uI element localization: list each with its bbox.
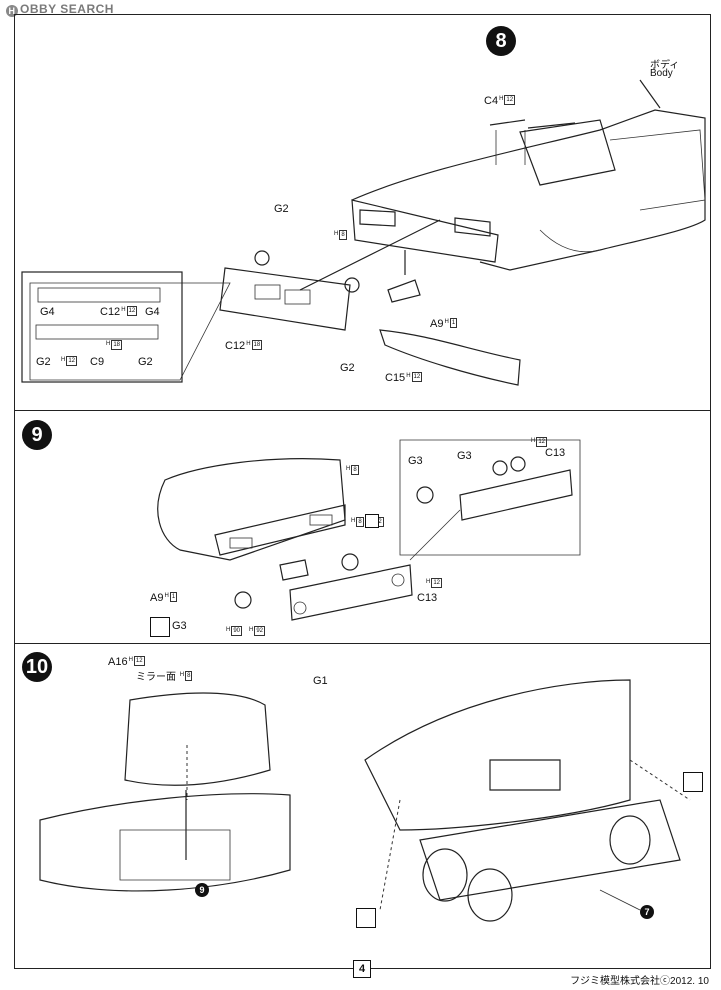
copyright: フジミ模型株式会社ⓒ2012. 10 (570, 976, 709, 987)
detail-g3-b: G3 (457, 450, 472, 462)
inset-g2-left: G2 (36, 356, 51, 368)
ref-step-9-badge: 9 (195, 883, 209, 897)
inset-g4-right: G4 (145, 306, 160, 318)
car-front-illustration (351, 79, 706, 275)
part-g2-bottom-label: G2 (340, 362, 355, 374)
step-9-badge: 9 (22, 420, 52, 450)
body-label-en: Body (650, 68, 673, 79)
inset-g2-right: G2 (138, 356, 153, 368)
windows-illustration (39, 692, 291, 892)
detail-g3-a: G3 (408, 455, 423, 467)
step-divider-9-10 (14, 643, 711, 644)
inset-g4-left: G4 (40, 306, 55, 318)
detail-c13: C13 (545, 447, 566, 459)
step-10-badge: 10 (22, 652, 52, 682)
inset-box (21, 271, 183, 383)
part-c13-label: C13 (417, 592, 438, 604)
inset-c9: C9 (90, 356, 105, 368)
grille-illustration (29, 219, 441, 381)
step-divider-8-9 (14, 410, 711, 411)
part-g3-label: G3 (172, 620, 187, 632)
step-8-badge: 8 (486, 26, 516, 56)
cement-icon (365, 514, 379, 528)
ref-step-7-badge: 7 (640, 905, 654, 919)
body-label-jp: ボディ (650, 60, 680, 71)
no-glue-icon (356, 908, 376, 928)
body-chassis-illustration (364, 679, 691, 922)
part-g1-label: G1 (313, 675, 328, 687)
part-g2-top-label: G2 (274, 203, 289, 215)
page-number: 4 (353, 960, 371, 978)
cement-icon (150, 617, 170, 637)
no-glue-icon (683, 772, 703, 792)
car-rear-illustration (157, 439, 581, 621)
